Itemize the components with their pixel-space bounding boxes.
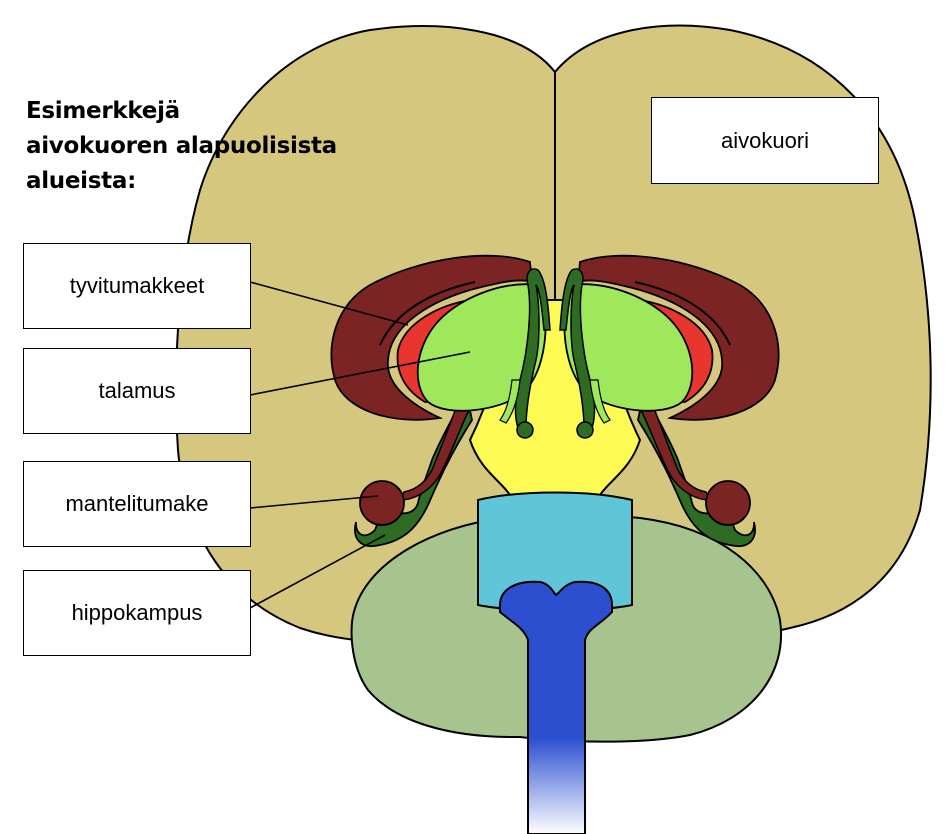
label-thalamus: talamus (23, 348, 251, 434)
label-cortex: aivokuori (651, 97, 879, 184)
label-basal-ganglia: tyvitumakkeet (23, 243, 251, 329)
heading-line-3: alueista: (26, 164, 386, 199)
right-mammillary-body (577, 422, 593, 438)
left-mammillary-body (517, 422, 533, 438)
heading-line-2: aivokuoren alapuolisista (26, 129, 386, 164)
right-amygdala (706, 481, 750, 525)
left-amygdala (360, 481, 404, 525)
label-hippocampus: hippokampus (23, 570, 251, 656)
heading-line-1: Esimerkkejä (26, 94, 386, 129)
heading: Esimerkkejä aivokuoren alapuolisista alu… (26, 94, 386, 199)
label-amygdala: mantelitumake (23, 461, 251, 547)
